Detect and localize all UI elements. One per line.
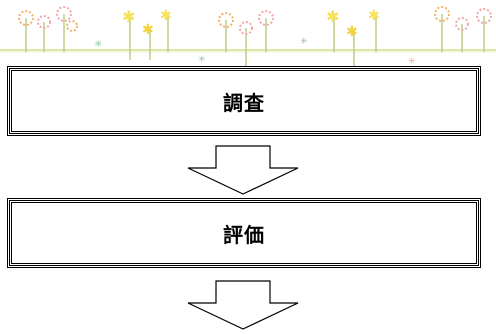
svg-text:✳: ✳ — [300, 37, 308, 47]
step-label-investigation: 調査 — [223, 90, 265, 115]
svg-text:✳: ✳ — [408, 57, 416, 66]
svg-text:✱: ✱ — [326, 7, 339, 26]
down-arrow-icon — [187, 145, 299, 195]
svg-text:✱: ✱ — [142, 22, 154, 38]
step-box-investigation: 調査 — [7, 66, 481, 136]
svg-text:✳: ✳ — [198, 55, 206, 65]
flower-banner: ✳ ✱ ✱ ✱ ✳ ✳ ✱ ✱ — [0, 0, 496, 67]
flower-cluster-2: ✱ ✱ ✱ — [122, 7, 172, 60]
flower-cluster-3 — [218, 10, 274, 66]
flower-cluster-1 — [18, 6, 78, 52]
flower-border-decoration: ✳ ✱ ✱ ✱ ✳ ✳ ✱ ✱ — [0, 6, 496, 67]
sparkle-3: ✳ — [300, 37, 308, 47]
flower-cluster-4: ✱ ✱ ✱ — [326, 7, 380, 66]
svg-text:✱: ✱ — [160, 8, 172, 24]
sparkle-2: ✳ — [198, 55, 206, 65]
step-box-evaluation: 評価 — [7, 198, 481, 268]
svg-text:✱: ✱ — [368, 8, 380, 24]
svg-text:✳: ✳ — [94, 39, 102, 50]
svg-text:✱: ✱ — [346, 24, 358, 40]
flower-cluster-5 — [434, 6, 492, 52]
sparkle-1: ✳ — [94, 39, 102, 50]
step-label-evaluation: 評価 — [223, 222, 265, 247]
down-arrow-icon — [187, 280, 299, 330]
sparkle-4: ✳ — [408, 57, 416, 67]
svg-text:✱: ✱ — [122, 7, 135, 26]
